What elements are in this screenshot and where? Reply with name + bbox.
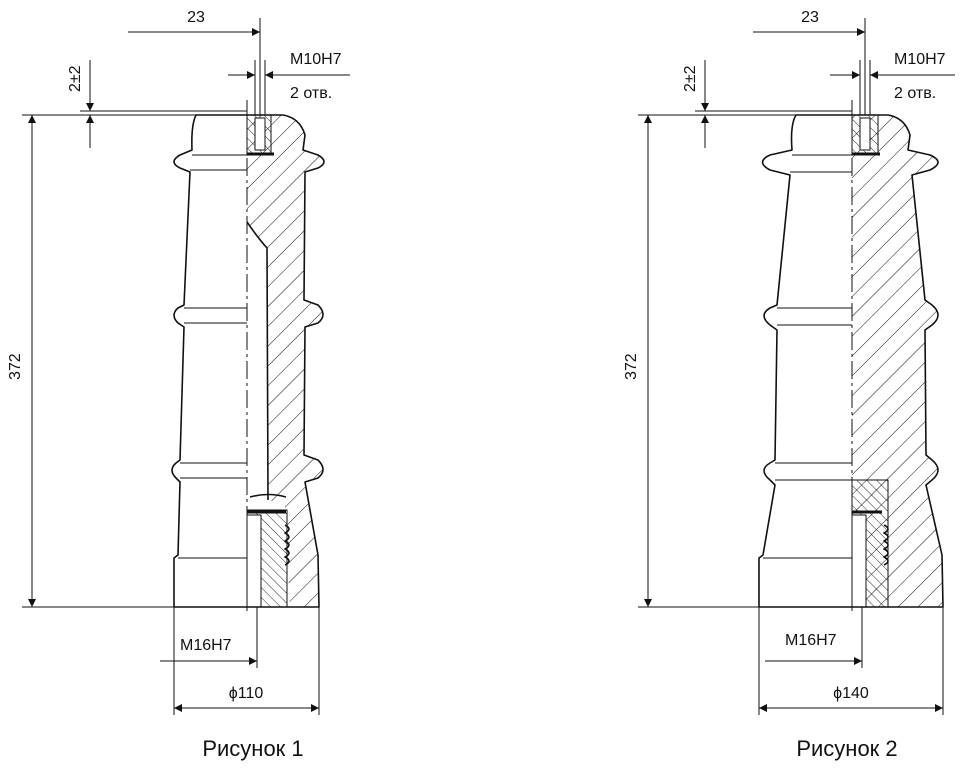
fig2-caption: Рисунок 2 <box>796 736 897 761</box>
fig2-dim-thread-top: M10H7 <box>894 51 946 68</box>
fig1-dim-top: 23 <box>187 9 205 26</box>
fig2-outline-left <box>758 114 852 608</box>
fig1-dim-thread-bottom: M16H7 <box>180 637 232 654</box>
fig2-dim-holes: 2 отв. <box>894 85 936 102</box>
fig1-dim-height: 372 <box>7 353 24 380</box>
fig1-dim-diameter: ϕ110 <box>229 685 264 702</box>
fig1-outline-right <box>247 114 325 608</box>
fig2-dim-diameter: ϕ140 <box>833 685 869 702</box>
fig1-caption: Рисунок 1 <box>202 736 303 761</box>
figure-1: 23 M10H7 2 отв. 2±2 372 M16H7 ϕ110 Рисун… <box>7 9 350 761</box>
fig2-dim-height: 372 <box>623 353 640 380</box>
fig2-outline-right <box>852 114 944 608</box>
fig1-dim-gap: 2±2 <box>67 65 84 92</box>
fig1-dim-holes: 2 отв. <box>290 85 332 102</box>
fig2-dim-gap: 2±2 <box>682 65 699 92</box>
fig2-dim-top: 23 <box>801 9 819 26</box>
fig2-dim-thread-bottom: M16H7 <box>785 632 837 649</box>
fig1-outline-left <box>171 114 247 608</box>
figure-2: 23 M10H7 2 отв. 2±2 372 M16H7 ϕ140 Рисун… <box>623 9 955 761</box>
fig1-dim-thread-top: M10H7 <box>290 51 342 68</box>
